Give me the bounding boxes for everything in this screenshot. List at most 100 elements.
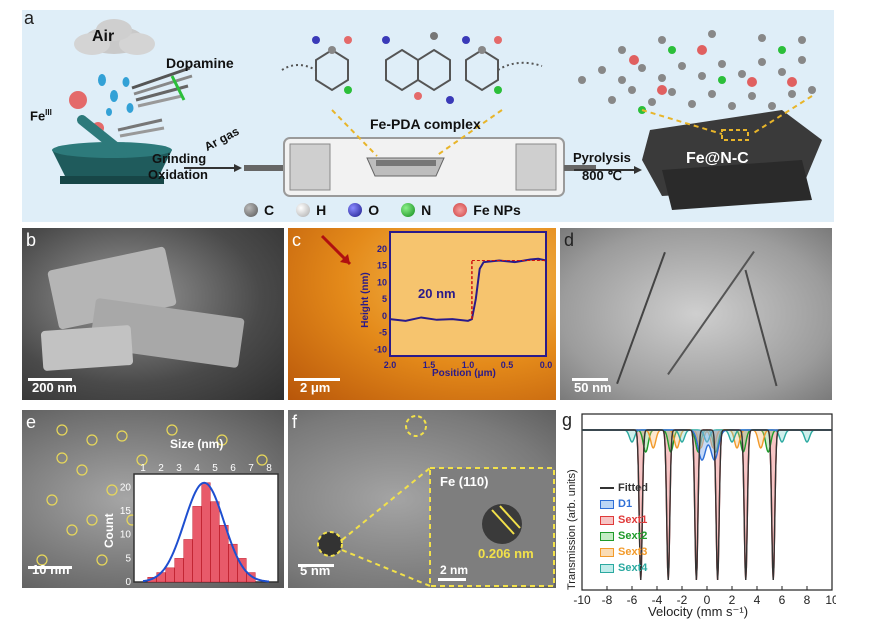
scale-bar-d (572, 378, 608, 381)
nanoparticle-marker (86, 434, 98, 446)
g-legend-d1: D1 (600, 496, 648, 512)
scale-label-f: 5 nm (300, 563, 331, 578)
dopamine-label: Dopamine (166, 55, 234, 71)
scale-bar-f (298, 564, 334, 567)
c-xlabel: Position (μm) (432, 368, 496, 379)
tube-furnace-icon (244, 137, 596, 197)
c-xtick: 1.0 (462, 360, 475, 370)
scale-label-d: 50 nm (574, 380, 612, 395)
panel-letter-g: g (562, 410, 573, 430)
g-xtick: -2 (677, 593, 688, 607)
gaussian-fit-line (142, 481, 270, 583)
g-legend-fitted: Fitted (600, 480, 648, 496)
nanoparticle-marker (46, 494, 58, 506)
legend-item-h: H (296, 202, 326, 218)
scale-bar-f-inset (438, 578, 466, 581)
e-xtick: 4 (194, 463, 200, 474)
nanoparticle-marker (96, 554, 108, 566)
c-xtick: 2.0 (384, 360, 397, 370)
histogram-bar (201, 482, 211, 583)
g-ylabel: Transmission (arb. units) (566, 469, 578, 590)
e-ytick: 15 (120, 506, 132, 517)
e-ytick: 10 (120, 530, 132, 541)
nanoparticle-marker (256, 454, 268, 466)
fe3-label: FeIII (30, 108, 52, 124)
scale-label-b: 200 nm (32, 380, 77, 395)
dopamine-molecule-icon (117, 66, 193, 138)
air-cloud-icon (74, 19, 155, 55)
nanoparticle-marker (36, 554, 48, 566)
e-ytick: 5 (125, 553, 131, 564)
atom-legend: C H O N Fe NPs (244, 200, 644, 220)
scale-label-e: 10 nm (32, 562, 70, 577)
g-xtick: 4 (754, 593, 761, 607)
panel-letter-b: b (26, 230, 37, 250)
nanoparticle-marker (166, 424, 178, 436)
e-xlabel: Size (nm) (170, 437, 224, 451)
c-xtick: 1.5 (423, 360, 436, 370)
d-spacing-label: 0.206 nm (478, 546, 534, 561)
e-xtick: 7 (248, 463, 254, 474)
histogram-bar (219, 525, 229, 583)
panel-letter-f: f (292, 412, 298, 432)
step-height-label: 20 nm (418, 286, 456, 301)
histogram-bar (174, 558, 184, 583)
g-xtick: -10 (573, 593, 591, 607)
panel-b-sem-image (22, 228, 284, 400)
oxygen-atom-icon (348, 203, 363, 217)
scale-bar-b (28, 378, 72, 381)
scale-label-f-inset: 2 nm (440, 563, 469, 577)
e-xtick: 2 (158, 463, 164, 474)
c-ytick: 0 (382, 311, 387, 321)
g-xtick: 6 (779, 593, 786, 607)
legend-item-fe: Fe NPs (453, 202, 521, 218)
oxidation-label: Oxidation (148, 167, 208, 182)
e-xtick: 6 (230, 463, 236, 474)
temperature-label: 800 ℃ (582, 168, 622, 183)
g-legend-sext4: Sext4 (600, 560, 648, 576)
histogram-bar (183, 539, 193, 583)
c-ytick: 20 (377, 244, 387, 254)
histogram-bar (246, 572, 256, 583)
c-xtick: 0.5 (501, 360, 514, 370)
nanoparticle-marker (86, 514, 98, 526)
e-xtick: 3 (176, 463, 182, 474)
scale-bar-e (28, 566, 72, 569)
g-legend-sext3: Sext3 (600, 544, 648, 560)
complex-label: Fe-PDA complex (370, 116, 481, 132)
nanoparticle-markers (36, 424, 268, 566)
nanoparticle-marker (56, 424, 68, 436)
graphene-network-icon (578, 30, 816, 110)
zoom-indicator (317, 415, 555, 587)
water-drops-icon (98, 74, 134, 116)
c-ytick: 15 (377, 261, 387, 271)
nanoparticle-marker (66, 524, 78, 536)
lattice-plane-label: Fe (110) (440, 474, 489, 489)
nanoparticle-marker (106, 484, 118, 496)
histogram-bar (228, 543, 238, 583)
nitrogen-atom-icon (401, 203, 416, 217)
c-ytick: 10 (377, 277, 387, 287)
c-ylabel: Height (nm) (360, 272, 371, 328)
g-xtick: 10 (825, 593, 836, 607)
hydrogen-atom-icon (296, 203, 311, 217)
panel-letter-e: e (26, 412, 37, 432)
pyrolysis-label: Pyrolysis (573, 150, 631, 165)
scale-label-c: 2 μm (300, 380, 331, 395)
g-legend: Fitted D1 Sext1 Sext2 Sext3 Sext4 (600, 480, 648, 576)
legend-item-o: O (348, 202, 379, 218)
c-ytick: 5 (382, 294, 387, 304)
panel-letter-c: c (292, 230, 301, 250)
g-xtick: -4 (652, 593, 663, 607)
scale-bar-c (294, 378, 340, 381)
molecule-atoms (312, 32, 502, 104)
e-xtick: 8 (266, 463, 272, 474)
legend-item-c: C (244, 202, 274, 218)
synthesis-scheme (52, 19, 822, 210)
fitted-line (582, 429, 832, 581)
scan-line-arrow-icon (320, 234, 352, 266)
histogram-bar (165, 567, 175, 583)
